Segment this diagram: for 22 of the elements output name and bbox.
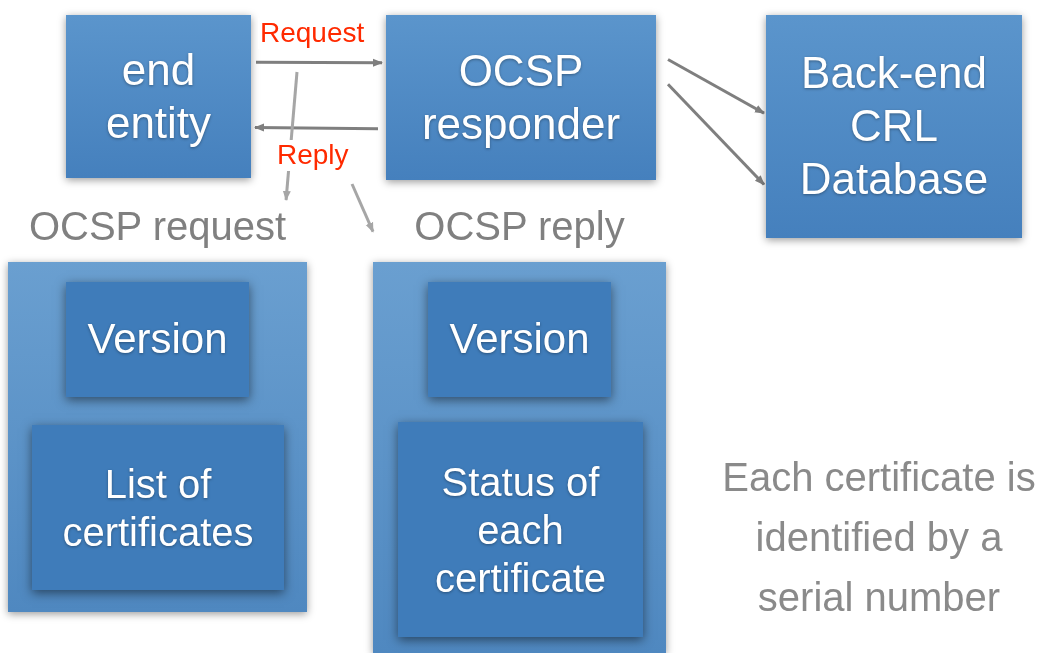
process-box <box>386 15 656 180</box>
box-label: List of certificates <box>61 460 255 556</box>
box-label: Back-end CRL Database <box>798 47 990 205</box>
process-box <box>66 282 249 397</box>
box-label: OCSP responder <box>420 44 622 150</box>
arrow <box>350 183 375 233</box>
note-text: Each certificate is identified by a serial number <box>721 454 1037 621</box>
arrow <box>667 58 765 115</box>
box-label: Version <box>87 314 228 365</box>
box-label: Version <box>449 314 590 365</box>
arrow <box>256 58 383 67</box>
process-box <box>66 15 251 178</box>
process-box <box>766 15 1022 238</box>
arrow <box>254 123 378 132</box>
process-box <box>398 422 643 637</box>
group-heading: OCSP reply <box>413 203 626 250</box>
group-heading: OCSP request <box>27 203 288 250</box>
box-label: Status of each certificate <box>433 458 608 602</box>
process-box <box>32 425 284 590</box>
process-box <box>428 282 611 397</box>
arrow <box>666 83 766 186</box>
box-label: end entity <box>104 43 213 149</box>
